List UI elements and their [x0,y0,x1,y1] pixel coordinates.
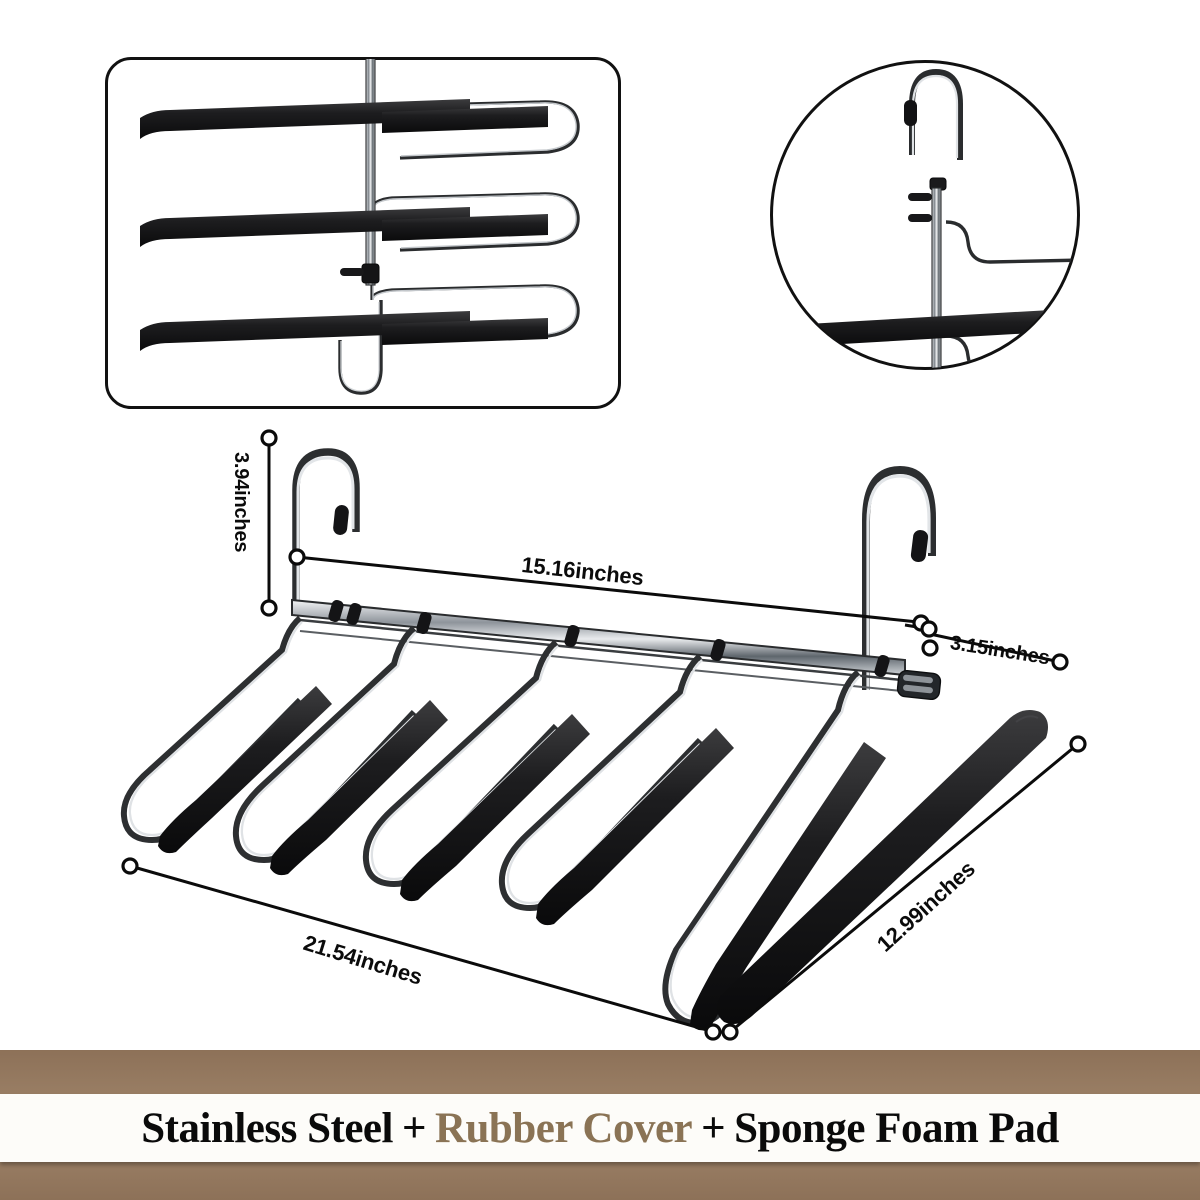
banner-plus-2: + [701,1104,726,1152]
hanger-tier-5 [662,669,886,1031]
main-crossbar [291,598,942,701]
hanger-tier-1 [120,615,332,854]
dimension-label-bar-length: 15.16inches [520,552,645,591]
banner-plus-1: + [401,1104,427,1152]
left-hook [292,448,360,610]
dimension-label-height: 3.94inches [230,452,252,553]
detail-panel-folded-view [105,57,621,409]
detail-panel-hook-view [770,60,1080,370]
bottom-banner-strip [0,1094,1200,1162]
detached-foam-pad [716,710,1048,1024]
banner-material-3: Sponge Foam Pad [734,1104,1059,1152]
dimension-label-arm-length: 12.99inches [872,855,980,957]
right-hook [862,465,936,690]
bottom-banner-text: Stainless Steel + Rubber Cover + Sponge … [0,1094,1200,1162]
hanger-tier-3 [362,639,590,902]
dimension-label-depth: 3.15inches [948,632,1052,670]
banner-material-2: Rubber Cover [434,1104,693,1152]
dimension-label-full-width: 21.54inches [300,930,426,990]
hanger-tier-2 [232,625,448,876]
hanger-tier-4 [498,653,734,926]
banner-material-1: Stainless Steel [141,1104,393,1152]
